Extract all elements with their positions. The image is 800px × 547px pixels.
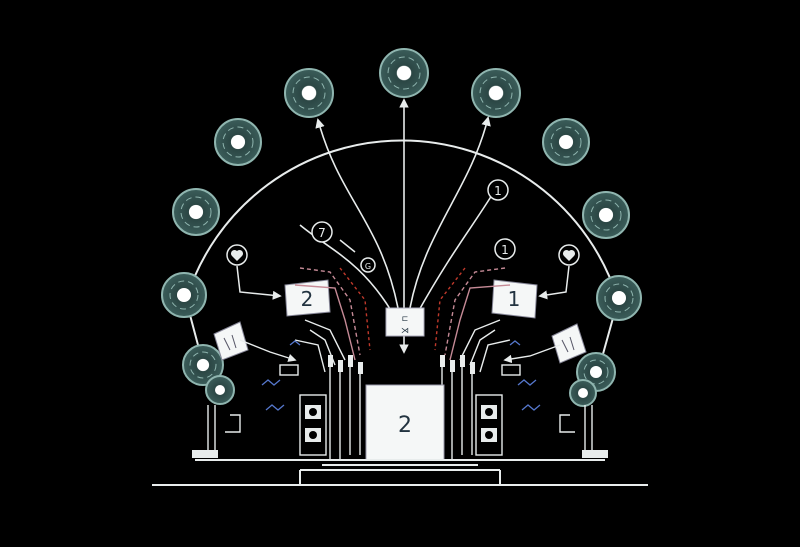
heart-icon — [558, 244, 580, 266]
node-ring-icon — [596, 275, 642, 321]
ring-arc — [185, 139, 619, 301]
node-ring-icon — [284, 68, 334, 118]
svg-text:⊏: ⊏ — [402, 314, 409, 323]
left-card: 2 — [284, 279, 331, 317]
central-module: ⊏ ⋊ — [385, 307, 425, 337]
ring-nodes — [161, 48, 642, 407]
svg-text:1: 1 — [508, 287, 521, 311]
node-ring-icon — [205, 375, 235, 405]
badge-mid-right: 1 — [494, 238, 516, 260]
signal-zigzags — [261, 340, 541, 411]
center-box: 2 — [365, 384, 445, 461]
node-ring-icon — [542, 118, 590, 166]
badge-upper-right: 1 — [487, 179, 509, 201]
svg-text:⋊: ⋊ — [401, 326, 409, 335]
left-tile — [213, 321, 249, 361]
heart-icon — [226, 244, 248, 266]
connector-pins — [328, 355, 475, 374]
node-ring-icon — [182, 344, 224, 386]
right-card: 1 — [491, 279, 538, 319]
badge-left-connector — [339, 239, 356, 253]
svg-text:G: G — [365, 262, 371, 271]
svg-text:1: 1 — [494, 184, 502, 198]
node-ring-icon — [582, 191, 630, 239]
svg-text:7: 7 — [318, 226, 326, 240]
node-ring-icon — [379, 48, 429, 98]
heart-left-connector — [236, 265, 282, 300]
heart-right-connector — [538, 265, 570, 300]
left-pedestal — [192, 450, 218, 458]
svg-text:2: 2 — [398, 413, 412, 438]
node-ring-icon — [161, 272, 207, 318]
node-ring-icon — [471, 68, 521, 118]
settings-cog-icon: G — [360, 257, 376, 273]
uplinks — [299, 98, 493, 354]
badge-left: 7 — [311, 221, 333, 243]
right-pedestal — [582, 450, 608, 458]
drop-lines — [207, 367, 593, 460]
left-device — [279, 364, 327, 456]
right-device — [475, 364, 521, 456]
right-wire-bundle — [434, 267, 561, 373]
base-lines — [152, 459, 648, 486]
node-ring-icon — [172, 188, 220, 236]
right-tile — [551, 323, 587, 364]
svg-text:2: 2 — [301, 287, 314, 311]
node-ring-icon — [569, 379, 597, 407]
node-ring-icon — [214, 118, 262, 166]
svg-text:1: 1 — [501, 243, 509, 257]
